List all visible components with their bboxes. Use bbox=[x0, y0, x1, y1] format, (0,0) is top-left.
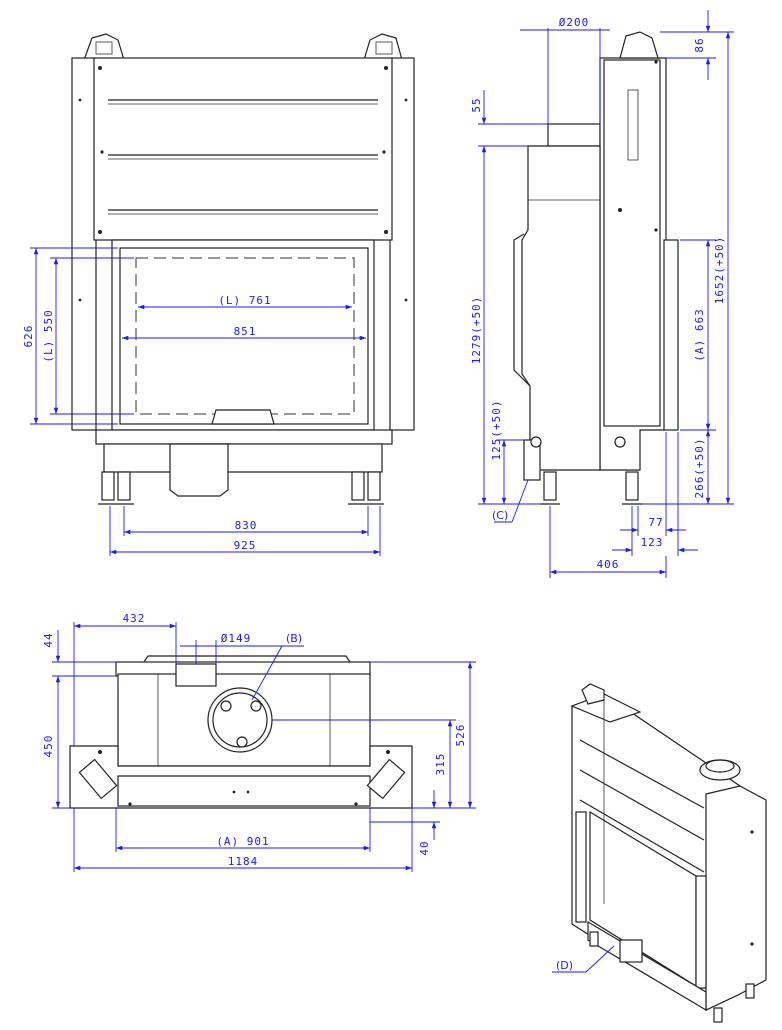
dim-label-526: 526 bbox=[454, 724, 467, 747]
dim-label-626: 626 bbox=[22, 325, 35, 348]
dim-label-1279: 1279(+50) bbox=[470, 296, 483, 365]
front-lintel-top bbox=[117, 775, 371, 807]
front-view: (L) 761 851 626 (L) 550 830 925 bbox=[22, 33, 415, 556]
iso-front-edge bbox=[695, 875, 707, 989]
dim-label-a901: (A) 901 bbox=[216, 835, 269, 848]
door-handle bbox=[211, 409, 275, 425]
lifting-lug-left bbox=[83, 33, 125, 61]
bracket-left bbox=[78, 758, 118, 800]
foot-left-2 bbox=[117, 471, 131, 501]
label-b: (B) bbox=[286, 632, 302, 645]
lifting-lug-right bbox=[363, 33, 403, 61]
side-view: Ø200 86 55 1279(+50) 125(+50) (A) 663 16… bbox=[470, 10, 734, 578]
dim-label-266: 266(+50) bbox=[693, 438, 706, 499]
side-frame-left bbox=[71, 57, 97, 431]
foot-right-1 bbox=[351, 471, 365, 501]
iso-air-box bbox=[619, 939, 643, 963]
dim-label-a663: (A) 663 bbox=[693, 308, 706, 361]
front-frame-edge bbox=[663, 239, 679, 431]
dim-label-l761: (L) 761 bbox=[218, 294, 271, 307]
dim-label-450: 450 bbox=[42, 735, 55, 758]
label-c: (C) bbox=[492, 509, 508, 522]
side-front-panel bbox=[603, 59, 661, 427]
side-vent bbox=[627, 89, 639, 161]
foot-left-1 bbox=[101, 471, 115, 501]
dim-label-125: 125(+50) bbox=[490, 400, 503, 461]
dim-label-d200: Ø200 bbox=[559, 16, 590, 29]
dim-label-d149: Ø149 bbox=[221, 632, 252, 645]
dim-label-1184: 1184 bbox=[228, 855, 259, 868]
dim-label-86: 86 bbox=[693, 37, 706, 52]
iso-flue-collar bbox=[699, 759, 741, 781]
side-foot-front bbox=[625, 471, 639, 501]
dim-label-40: 40 bbox=[418, 840, 431, 855]
air-intake-top bbox=[175, 663, 217, 687]
dim-label-925: 925 bbox=[234, 539, 257, 552]
hood-panel bbox=[93, 57, 393, 241]
firebox-frame bbox=[111, 239, 375, 431]
dim-label-77: 77 bbox=[648, 516, 663, 529]
side-frame-right bbox=[389, 57, 415, 431]
air-intake-box bbox=[169, 443, 229, 497]
lug-slot-left bbox=[95, 41, 113, 55]
dim-label-830: 830 bbox=[235, 519, 258, 532]
dim-label-l550: (L) 550 bbox=[42, 309, 55, 362]
iso-base bbox=[587, 920, 707, 1012]
dim-label-851: 851 bbox=[234, 325, 257, 338]
dim-label-55: 55 bbox=[470, 97, 483, 112]
foot-right-2 bbox=[367, 471, 381, 501]
dim-label-1652: 1652(+50) bbox=[713, 236, 726, 305]
dim-label-315: 315 bbox=[434, 753, 447, 776]
flue-collar bbox=[547, 123, 601, 147]
top-view: 432 Ø149 (B) 44 450 526 315 40 bbox=[42, 612, 476, 872]
isometric-view: (D) bbox=[552, 683, 767, 1023]
dim-label-44: 44 bbox=[42, 632, 55, 647]
iso-side-frame bbox=[575, 811, 587, 923]
side-body-rear bbox=[521, 145, 601, 471]
dim-label-432: 432 bbox=[123, 612, 146, 625]
iso-body-side bbox=[705, 785, 767, 1011]
base-frame bbox=[103, 443, 383, 473]
bracket-right bbox=[366, 758, 406, 800]
front-frame-top bbox=[69, 745, 413, 809]
dim-label-406: 406 bbox=[597, 558, 620, 571]
dim-label-123: 123 bbox=[641, 536, 664, 549]
side-foot-rear bbox=[543, 471, 557, 501]
side-lifting-lug bbox=[619, 31, 659, 59]
label-d: (D) bbox=[556, 959, 573, 972]
base-plate bbox=[95, 429, 393, 445]
lug-slot-right bbox=[375, 41, 393, 55]
